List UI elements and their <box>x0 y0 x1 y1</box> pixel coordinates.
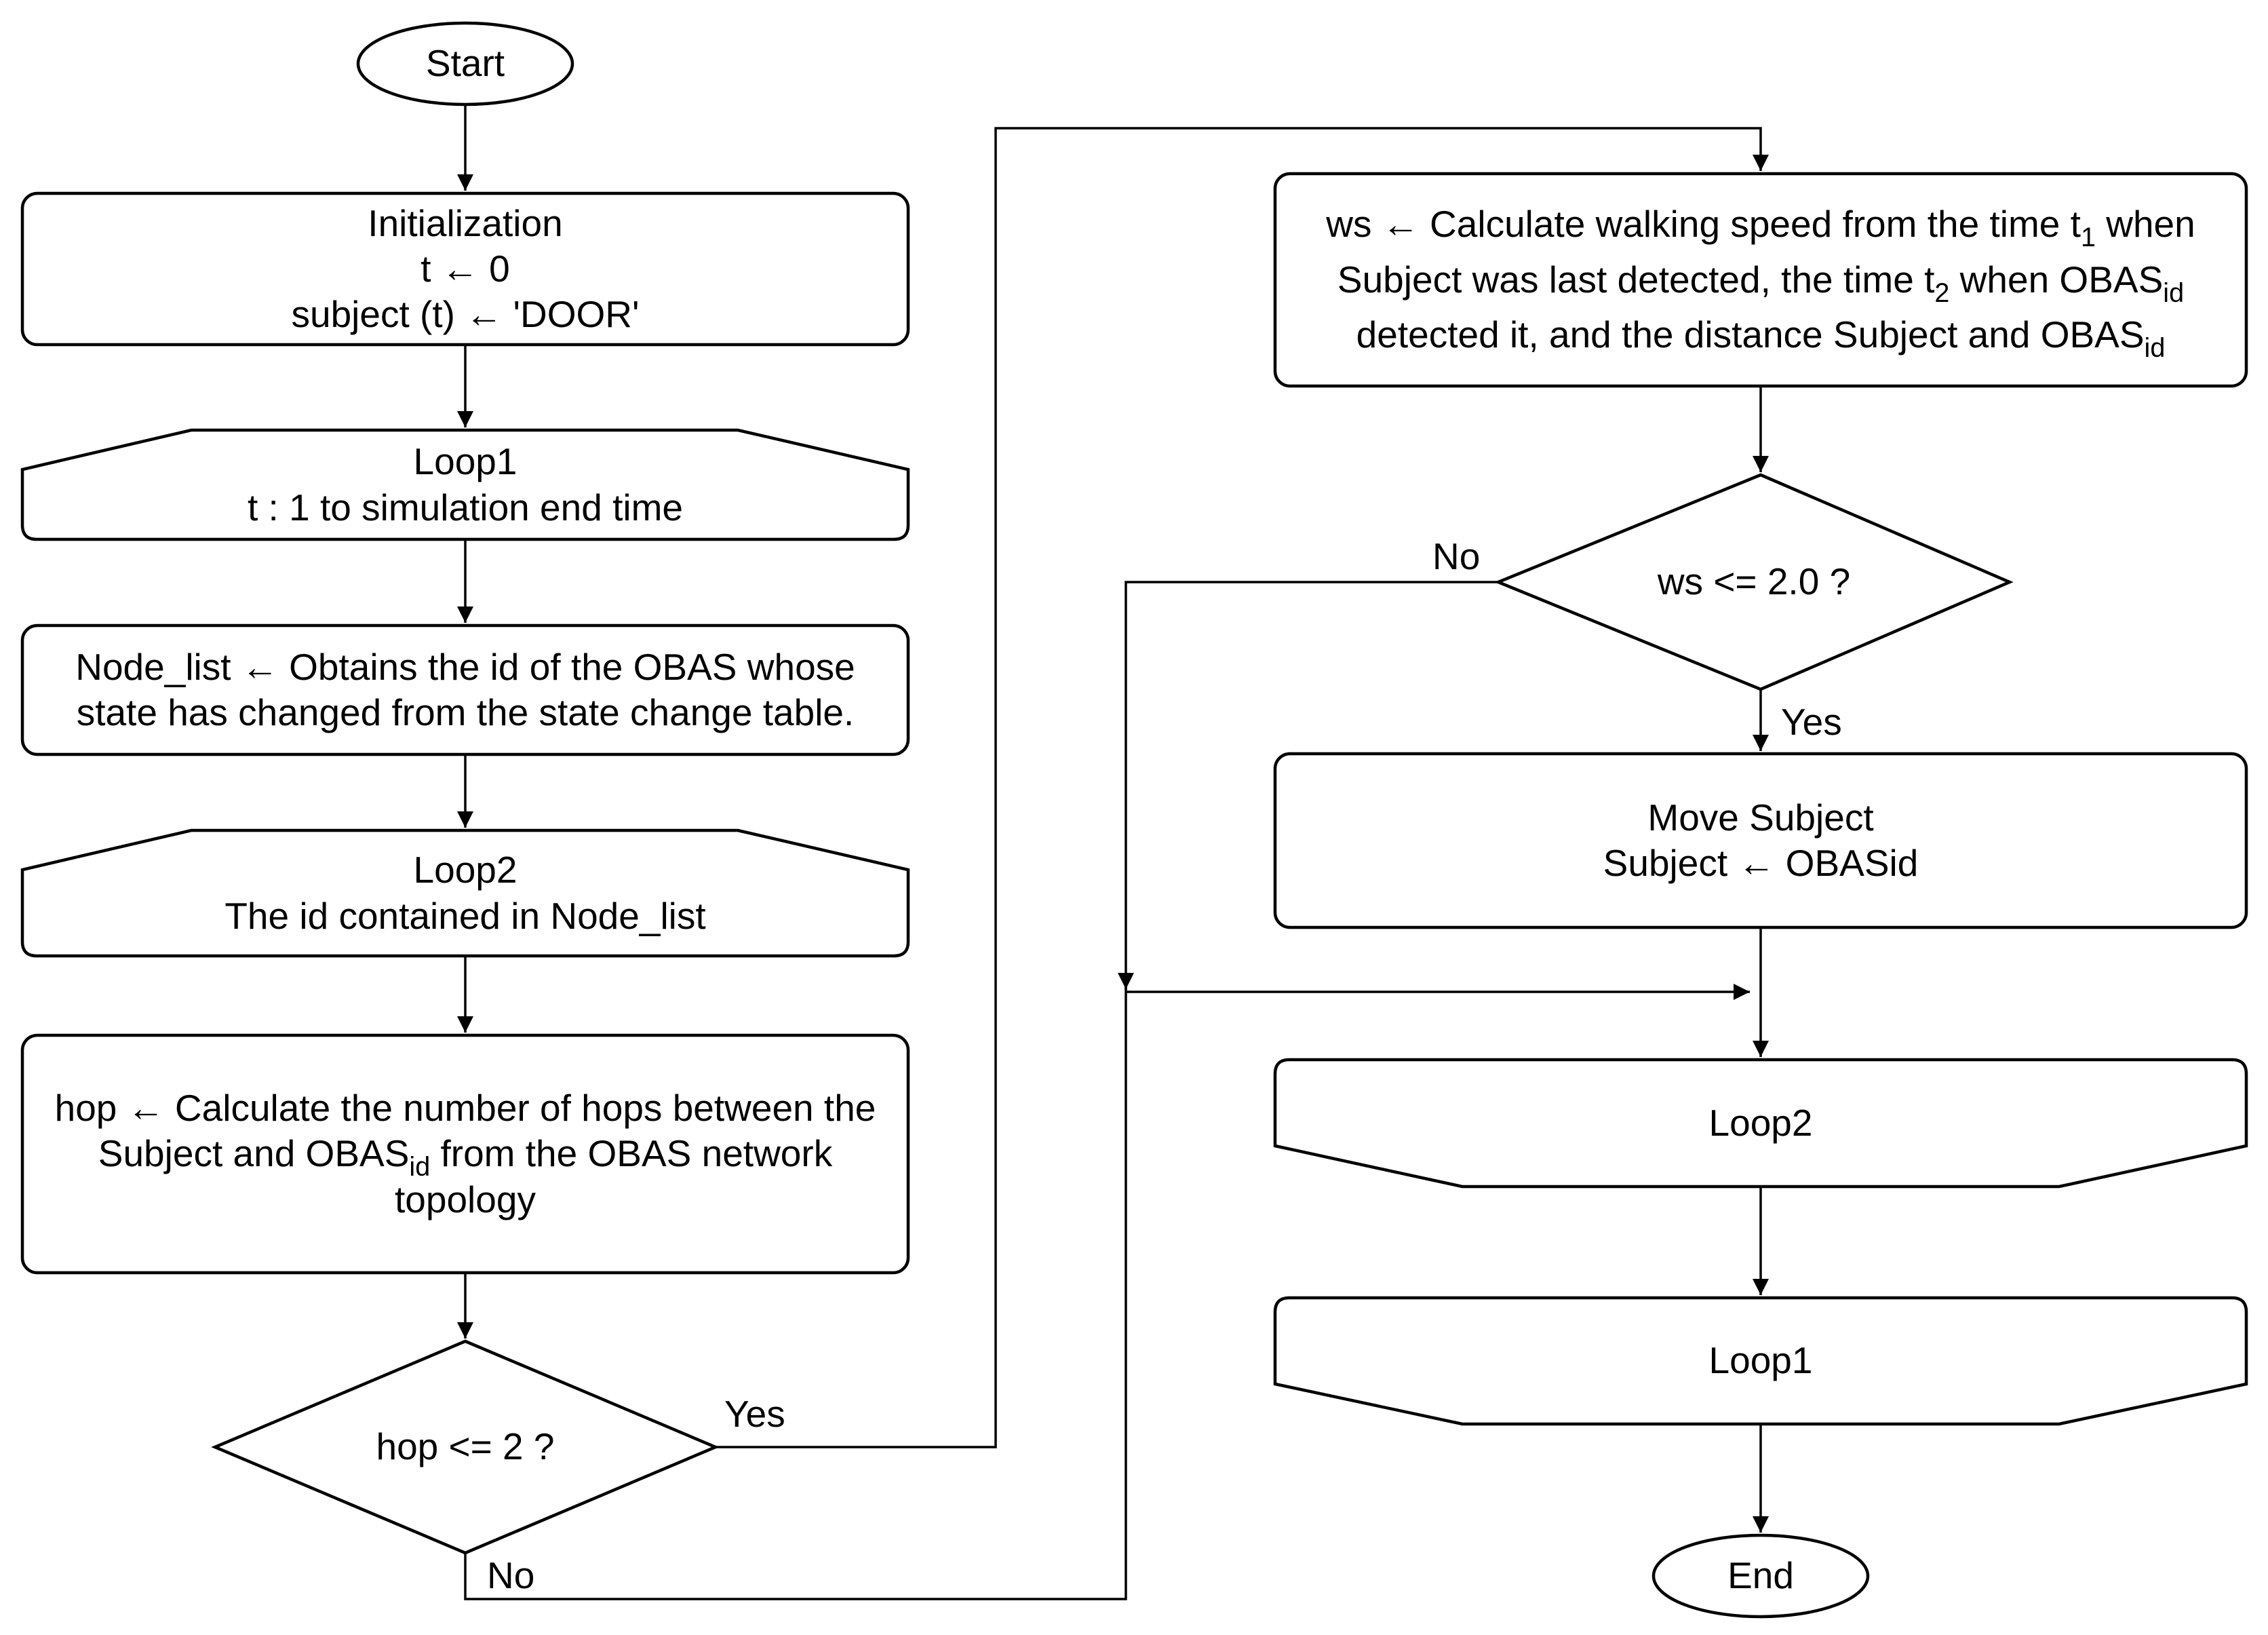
hop-decision-label: hop <= 2 ? <box>376 1425 555 1468</box>
init-line-1: Initialization <box>368 201 563 244</box>
loop2-end-shape <box>1273 1058 2248 1189</box>
loop1-end-shape <box>1273 1296 2248 1426</box>
hop-no-label: No <box>487 1554 535 1596</box>
ws-calc-line-3: detected it, and the distance Subject an… <box>1356 313 2166 364</box>
move-line-1: Move Subject <box>1647 796 1874 839</box>
ws-decision-label: ws <= 2.0 ? <box>1657 560 1851 603</box>
loop2-begin-line-1: Loop2 <box>413 849 517 891</box>
start-label: Start <box>425 42 505 85</box>
ws-yes-label: Yes <box>1781 701 1842 743</box>
hop-calc-line-1: hop ← Calculate the number of hops betwe… <box>54 1087 876 1130</box>
ws-calc-line-2: Subject was last detected, the time t2 w… <box>1337 258 2185 308</box>
loop1-begin-line-1: Loop1 <box>413 440 517 483</box>
node-list-line-1: Node_list ← Obtains the id of the OBAS w… <box>75 645 855 688</box>
loop1-begin-label: Loop1 t : 1 to simulation end time <box>22 430 908 539</box>
init-line-2: t ← 0 <box>421 247 510 290</box>
end-label: End <box>1727 1554 1794 1597</box>
loop2-end-label: Loop2 <box>1708 1101 1813 1144</box>
loop2-begin-line-2: The id contained in Node_list <box>224 894 706 937</box>
ws-no-label: No <box>1432 535 1481 577</box>
node-list-line-2: state has changed from the state change … <box>76 691 855 733</box>
ws-calc-label: ws ← Calculate walking speed from the ti… <box>1275 174 2246 386</box>
init-label: Initialization t ← 0 subject (t) ← 'DOOR… <box>22 193 908 345</box>
edge-ws-no <box>1118 581 1498 989</box>
loop2-begin-shape <box>20 828 910 958</box>
loop2-begin-label: Loop2 The id contained in Node_list <box>22 830 908 956</box>
edge-hop-no <box>464 981 1127 1600</box>
ws-calc-line-1: ws ← Calculate walking speed from the ti… <box>1326 203 2195 253</box>
init-line-3: subject (t) ← 'DOOR' <box>291 293 640 336</box>
hop-yes-label: Yes <box>724 1393 785 1435</box>
loop1-begin-shape <box>20 428 910 541</box>
move-label: Move Subject Subject ← OBASid <box>1275 754 2246 927</box>
end-terminator <box>1651 1533 1870 1619</box>
edge-hop-yes <box>716 127 1769 1448</box>
hop-calc-label: hop ← Calculate the number of hops betwe… <box>22 1035 908 1273</box>
hop-calc-line-2: Subject and OBASid from the OBAS network <box>98 1132 833 1182</box>
move-line-2: Subject ← OBASid <box>1603 842 1919 884</box>
node-list-label: Node_list ← Obtains the id of the OBAS w… <box>22 626 908 754</box>
hop-calc-line-3: topology <box>395 1178 536 1220</box>
loop1-begin-line-2: t : 1 to simulation end time <box>248 486 683 528</box>
loop1-end-label: Loop1 <box>1708 1339 1813 1382</box>
